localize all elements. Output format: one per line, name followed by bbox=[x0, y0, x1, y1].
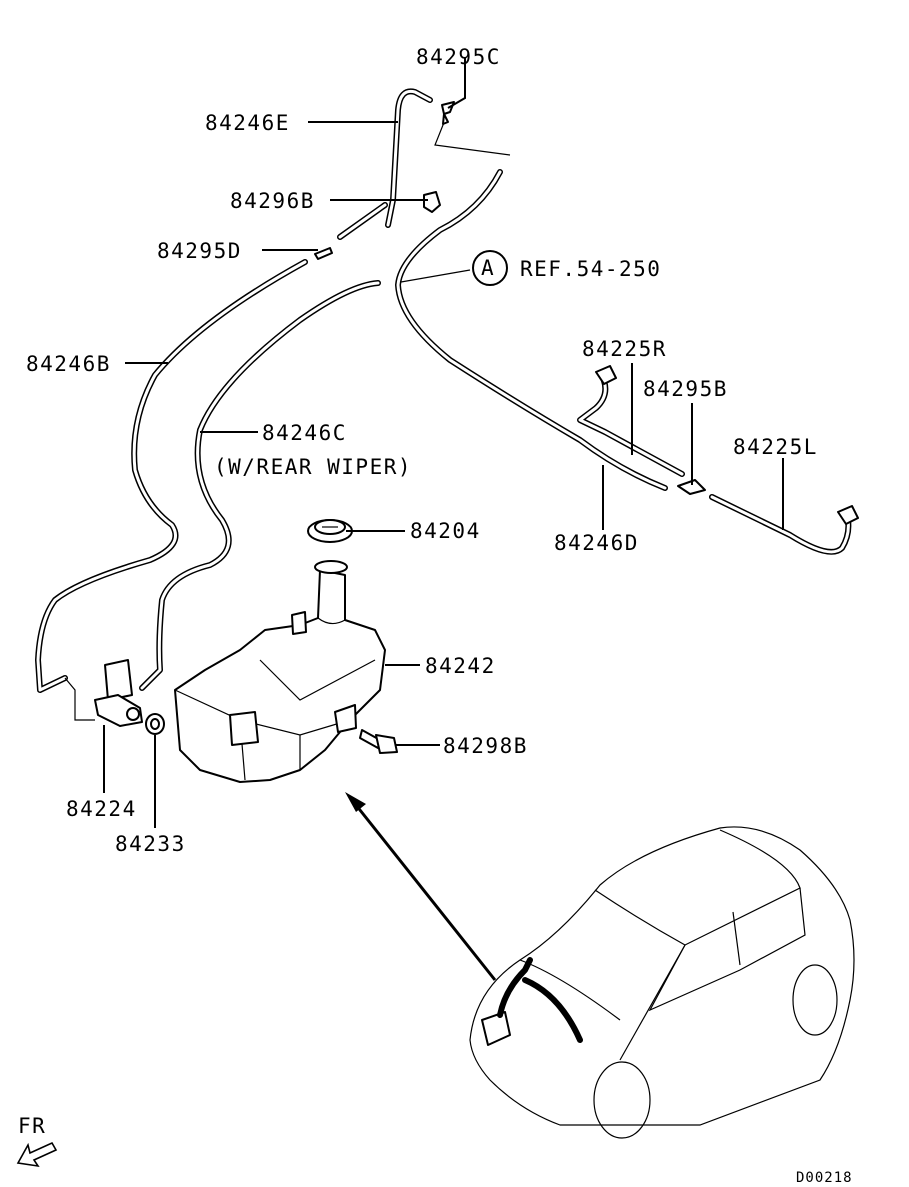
connection-line-ref bbox=[400, 269, 471, 283]
hose-84246b bbox=[35, 259, 308, 693]
pump-84224-icon bbox=[94, 659, 143, 727]
leader-84295c bbox=[447, 58, 466, 109]
hose-84246c bbox=[139, 280, 381, 691]
bolt-84298b-icon bbox=[359, 729, 398, 754]
cap-84204-icon bbox=[307, 519, 353, 543]
hose-84246d bbox=[395, 169, 668, 491]
ref-circle bbox=[472, 250, 508, 286]
label-84295b: 84295B bbox=[643, 377, 728, 401]
ref-letter: A bbox=[481, 256, 495, 280]
label-84296b: 84296B bbox=[230, 189, 315, 213]
label-rear-wiper: (W/REAR WIPER) bbox=[214, 455, 412, 479]
hose-84246e bbox=[385, 88, 433, 228]
label-84225r: 84225R bbox=[582, 337, 667, 361]
nozzle-84225l-icon bbox=[837, 505, 859, 525]
label-84298b: 84298B bbox=[443, 734, 528, 758]
joint-84295b-icon bbox=[677, 479, 706, 495]
pointer-arrow bbox=[345, 792, 497, 981]
diagram-code: D00218 bbox=[796, 1170, 853, 1186]
grommet-84233-icon bbox=[145, 713, 165, 735]
label-84246c: 84246C bbox=[262, 421, 347, 445]
hose-segment-84296b bbox=[337, 202, 388, 240]
label-ref: REF.54-250 bbox=[520, 257, 661, 281]
connection-line-pump bbox=[64, 677, 95, 721]
clip-84296b-icon bbox=[423, 191, 441, 213]
label-84246e: 84246E bbox=[205, 111, 290, 135]
label-84246d: 84246D bbox=[554, 531, 639, 555]
label-84246b: 84246B bbox=[26, 352, 111, 376]
label-84295c: 84295C bbox=[416, 45, 501, 69]
label-84224: 84224 bbox=[66, 797, 137, 821]
nozzle-84225r-icon bbox=[595, 365, 617, 385]
front-arrow-icon bbox=[16, 1141, 58, 1168]
label-84233: 84233 bbox=[115, 832, 186, 856]
joint-84295d-icon bbox=[314, 247, 333, 260]
label-84242: 84242 bbox=[425, 654, 496, 678]
label-84225l: 84225L bbox=[733, 435, 818, 459]
label-84295d: 84295D bbox=[157, 239, 242, 263]
hose-84225l bbox=[709, 494, 852, 555]
washer-tank-84242-icon bbox=[174, 560, 386, 783]
connection-line-top bbox=[434, 119, 511, 156]
label-84204: 84204 bbox=[410, 519, 481, 543]
label-direction: FR bbox=[18, 1114, 46, 1138]
car-outline-icon bbox=[469, 826, 855, 1139]
